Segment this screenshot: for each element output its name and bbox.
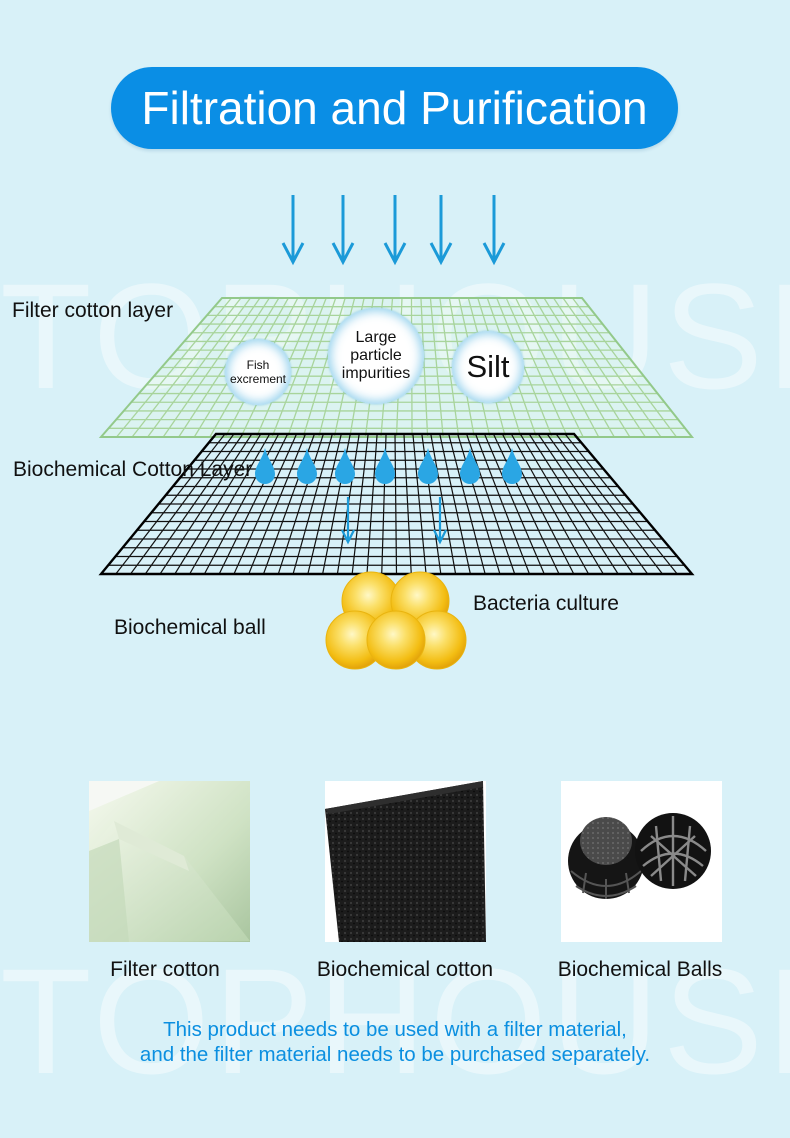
water-drop-icon bbox=[460, 448, 480, 484]
biochemical-cotton-layer-label: Biochemical Cotton Layer bbox=[13, 458, 253, 481]
water-drop-icon bbox=[375, 448, 395, 484]
down-arrows bbox=[281, 195, 506, 266]
down-arrow-icon bbox=[383, 195, 407, 266]
water-drop-icon bbox=[255, 448, 275, 484]
down-arrow-icon bbox=[482, 195, 506, 266]
down-arrow-icon bbox=[331, 195, 355, 266]
water-drop-icon bbox=[502, 448, 522, 484]
biochemical-cotton-label: Biochemical cotton bbox=[316, 958, 494, 981]
biochemical-ball-label: Biochemical ball bbox=[114, 616, 266, 639]
fish-excrement-bubble: Fish excrement bbox=[225, 339, 291, 405]
page-title: Filtration and Purification bbox=[111, 67, 678, 149]
water-drop-icon bbox=[335, 448, 355, 484]
silt-bubble: Silt bbox=[452, 331, 524, 403]
down-arrow-icon bbox=[433, 497, 447, 545]
bacteria-culture-label: Bacteria culture bbox=[473, 592, 619, 615]
note-line-1: This product needs to be used with a fil… bbox=[163, 1018, 627, 1041]
water-drop-icon bbox=[297, 448, 317, 484]
water-drops bbox=[255, 448, 522, 484]
biochemical-balls-photo bbox=[561, 781, 722, 942]
silt-label: Silt bbox=[466, 349, 510, 384]
large-particle-bubble: Large particle impurities bbox=[328, 308, 424, 404]
biochemical-balls-label: Biochemical Balls bbox=[557, 958, 723, 981]
note-line-2: and the filter material needs to be purc… bbox=[139, 1043, 651, 1066]
down-arrow-icon bbox=[341, 497, 355, 545]
biochemical-ball-cluster bbox=[325, 571, 467, 670]
filtered-arrows bbox=[341, 497, 447, 545]
filter-cotton-layer-label: Filter cotton layer bbox=[12, 299, 174, 322]
down-arrow-icon bbox=[281, 195, 305, 266]
down-arrow-icon bbox=[429, 195, 453, 266]
large-particle-label: Large particle impurities bbox=[341, 329, 411, 382]
fish-excrement-label: Fish excrement bbox=[229, 358, 287, 386]
biochemical-cotton-mesh bbox=[98, 432, 695, 576]
biochemical-cotton-photo bbox=[325, 781, 486, 942]
filter-cotton-photo bbox=[89, 781, 250, 942]
filter-cotton-label: Filter cotton bbox=[110, 958, 220, 981]
water-drop-icon bbox=[418, 448, 438, 484]
